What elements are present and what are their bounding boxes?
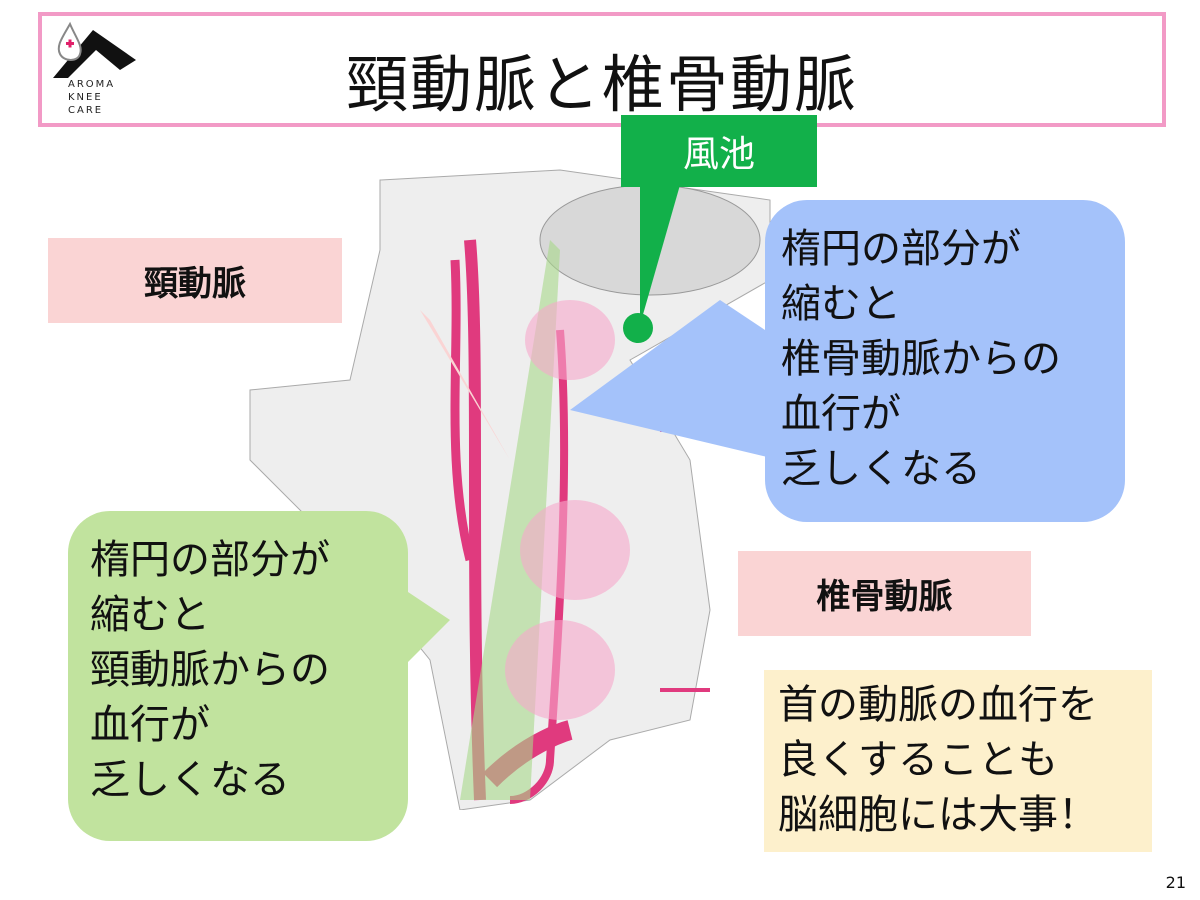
bubble-line: 椎骨動脈からの [781, 336, 1061, 382]
bubble-line: 頸動脈からの [90, 647, 330, 693]
fuchi-pointer [623, 185, 680, 343]
bubble-line: 楕円の部分が [90, 537, 330, 583]
logo-text: AROMA KNEE CARE [68, 78, 115, 117]
logo-line: CARE [68, 105, 104, 116]
note-line: 首の動脈の血行を [778, 682, 1098, 728]
note-line: 良くすることも [778, 737, 1058, 783]
bubble-line: 縮むと [781, 281, 901, 327]
vertebral-label-text: 椎骨動脈 [816, 577, 953, 617]
fuchi-text: 風池 [682, 134, 755, 175]
note-box: 首の動脈の血行を 良くすることも 脳細胞には大事！ [764, 670, 1152, 852]
bubble-line: 縮むと [90, 592, 210, 638]
note-line: 脳細胞には大事！ [778, 792, 1098, 838]
slide-title: 頸動脈と椎骨動脈 [345, 48, 858, 121]
fuchi-acupoint-tag: 風池 [621, 115, 817, 187]
blue-speech-bubble: 楕円の部分が 縮むと 椎骨動脈からの 血行が 乏しくなる [765, 200, 1125, 522]
title-frame: 頸動脈と椎骨動脈 [38, 12, 1166, 127]
blue-bubble-tail [570, 300, 780, 460]
bubble-line: 血行が [90, 702, 210, 748]
green-speech-bubble: 楕円の部分が 縮むと 頸動脈からの 血行が 乏しくなる [68, 511, 408, 841]
bubble-line: 楕円の部分が [781, 226, 1021, 272]
bubble-line: 乏しくなる [90, 757, 290, 803]
logo-line: KNEE [68, 92, 103, 103]
vertebral-artery-label: 椎骨動脈 [738, 551, 1031, 636]
bubble-line: 乏しくなる [781, 446, 981, 492]
carotid-artery-label: 頸動脈 [48, 238, 342, 323]
carotid-label-text: 頸動脈 [144, 264, 246, 304]
logo-line: AROMA [68, 79, 116, 90]
page-number: 21 [1165, 873, 1186, 892]
bubble-line: 血行が [781, 391, 901, 437]
aroma-knee-care-logo [48, 20, 138, 120]
